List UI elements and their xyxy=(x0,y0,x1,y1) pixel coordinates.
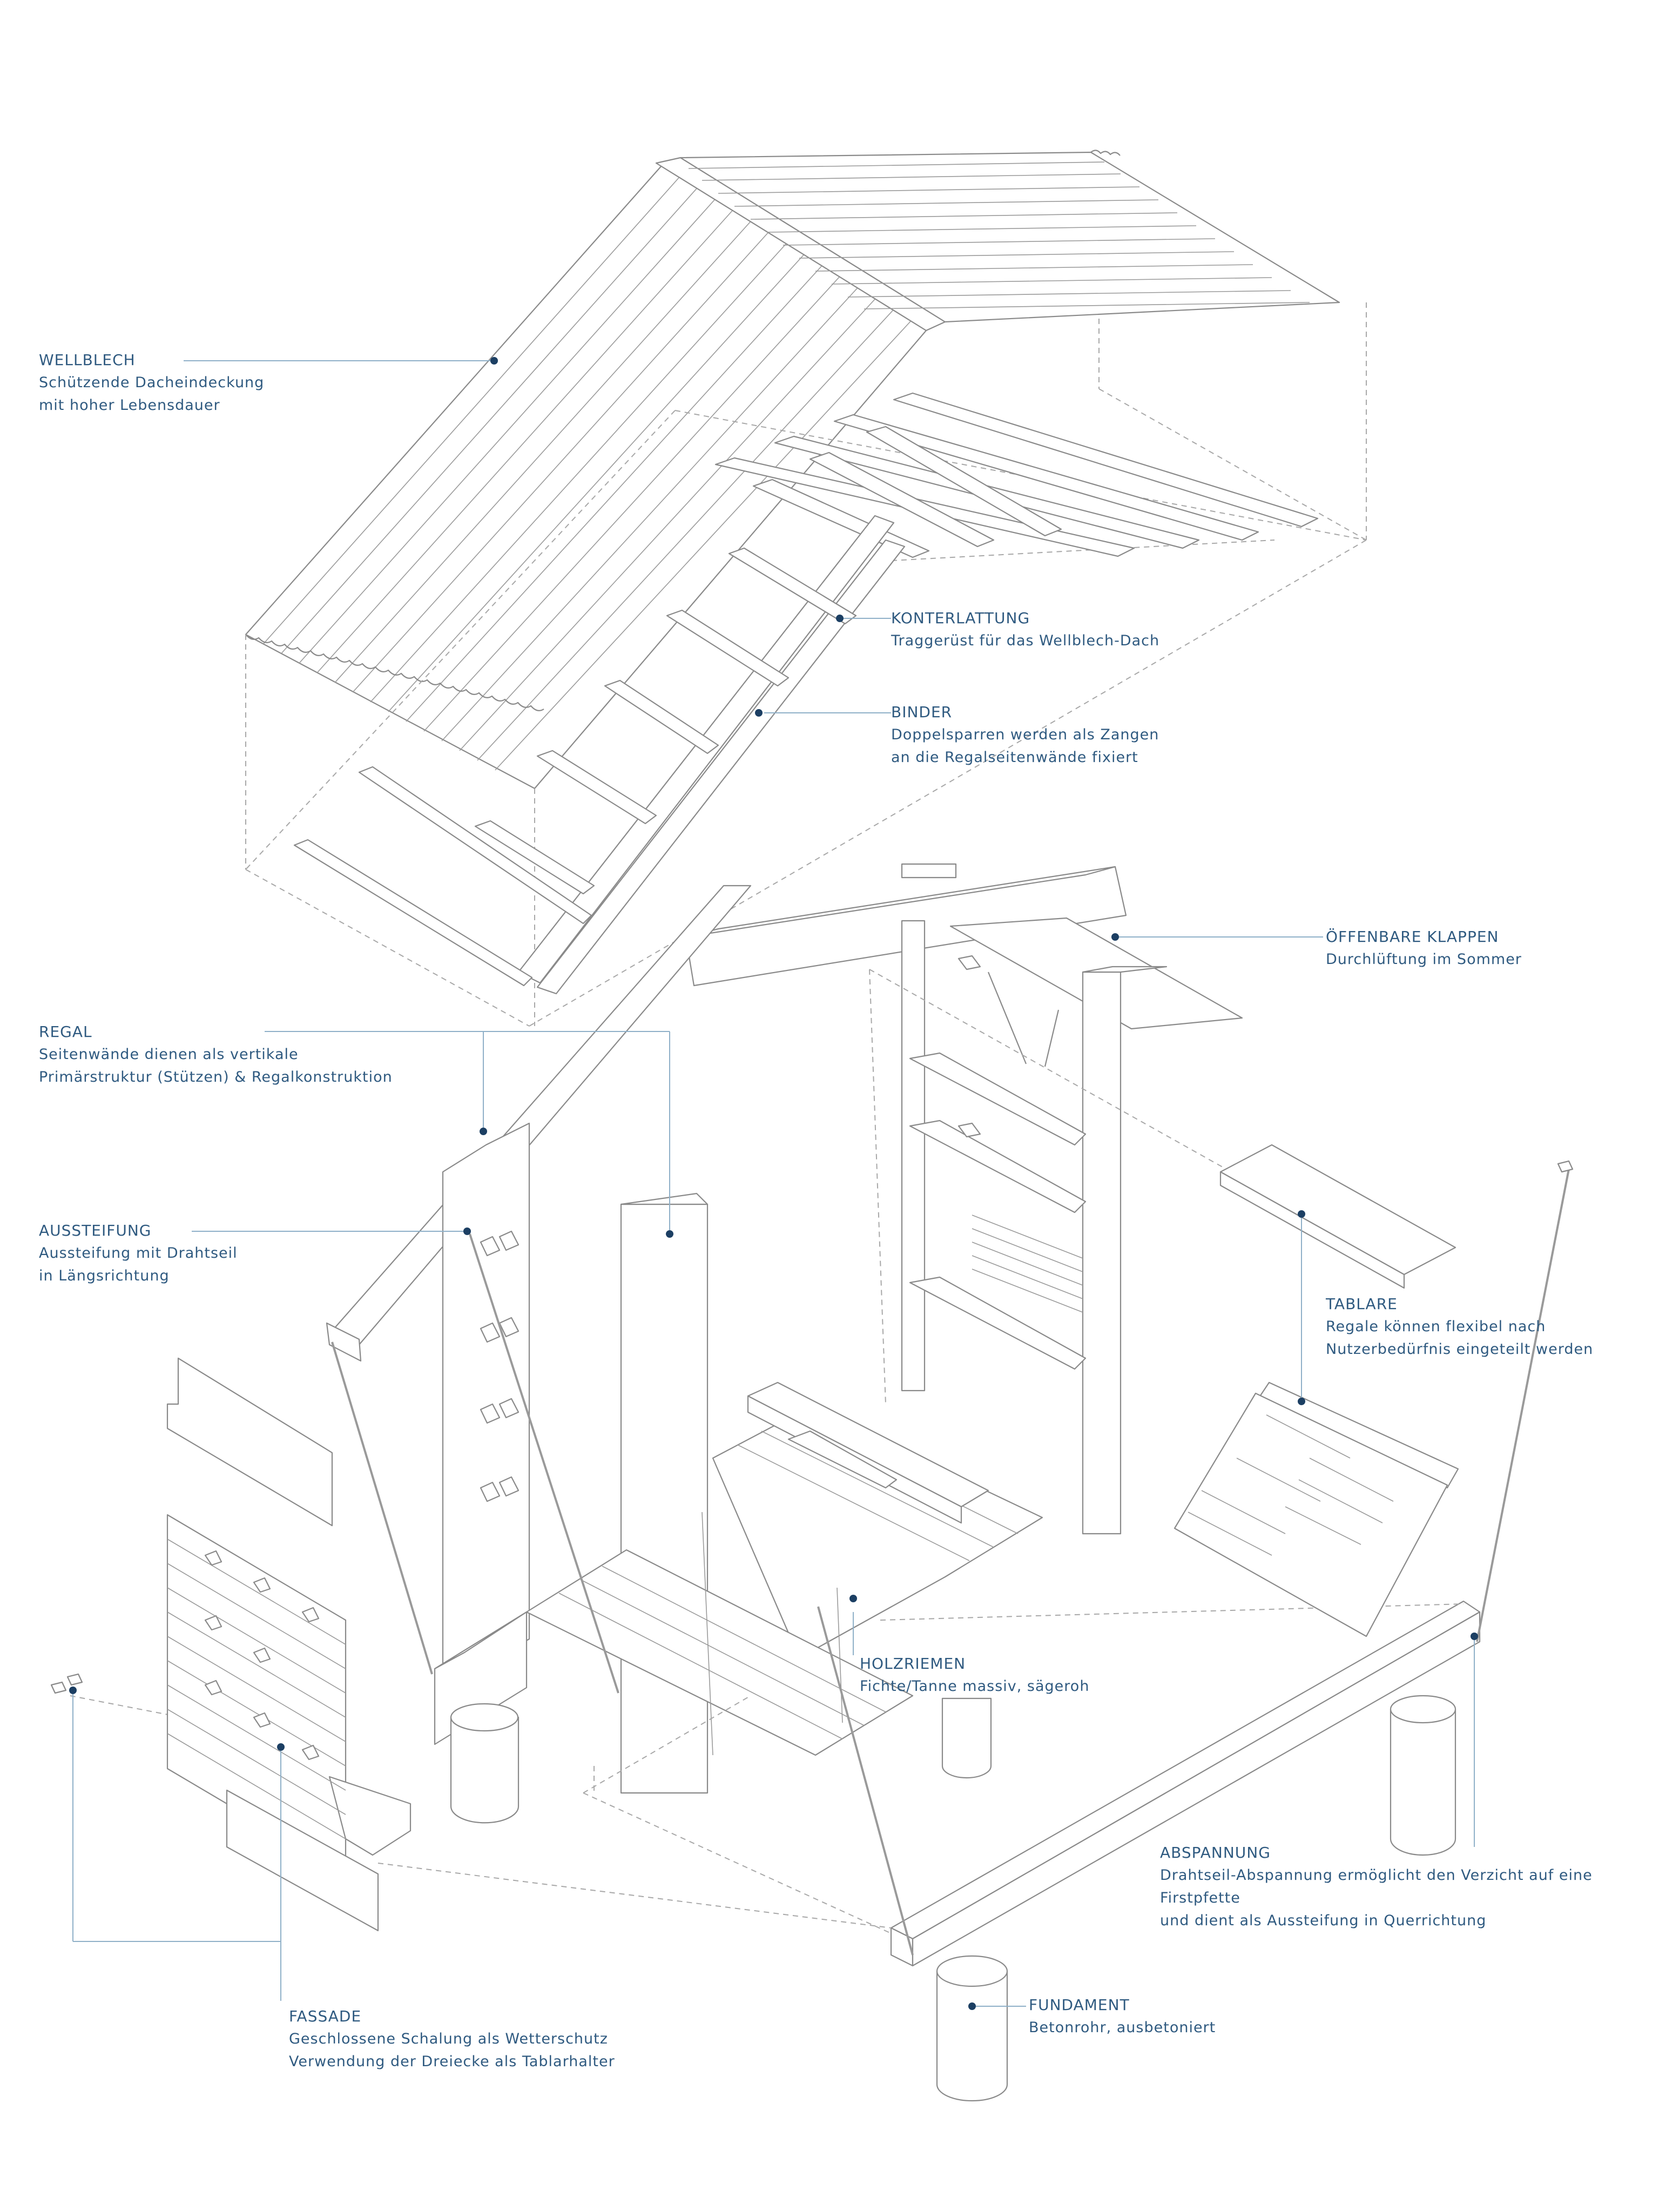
label-holzriemen-line-1: Fichte/Tanne massiv, sägeroh xyxy=(860,1678,1090,1695)
corrugated-roof-sheet xyxy=(245,165,927,790)
label-binder-line-1: Doppelsparren werden als Zangen xyxy=(891,726,1159,743)
tension-cables xyxy=(331,1160,1574,1955)
rafters-binder xyxy=(293,515,906,995)
left-binder-end xyxy=(326,1322,362,1362)
right-shelf-unit xyxy=(901,920,1168,1535)
label-abspannung-line-1: Drahtseil-Abspannung ermöglicht den Verz… xyxy=(1160,1867,1593,1906)
label-klappen: ÖFFENBARE KLAPPEN Durchlüftung im Sommer xyxy=(1326,926,1522,971)
label-aussteifung-title: AUSSTEIFUNG xyxy=(39,1222,152,1239)
label-fassade-title: FASSADE xyxy=(289,2007,362,2025)
label-tablare-line-2: Nutzerbedürfnis eingeteilt werden xyxy=(1326,1341,1594,1358)
label-fassade-line-1: Geschlossene Schalung als Wetterschutz xyxy=(289,2031,608,2047)
label-wellblech: WELLBLECH Schützende Dacheindeckung mit … xyxy=(39,349,264,417)
roof-back-slope xyxy=(679,150,1340,323)
label-fundament-title: FUNDAMENT xyxy=(1029,1996,1130,2014)
label-fundament: FUNDAMENT Betonrohr, ausbetoniert xyxy=(1029,1994,1216,2039)
floor-boards xyxy=(525,1381,1043,1756)
counter-battens xyxy=(714,392,1319,558)
label-regal-line-1: Seitenwände dienen als vertikale xyxy=(39,1046,299,1063)
label-abspannung-title: ABSPANNUNG xyxy=(1160,1844,1271,1862)
label-wellblech-line-2: mit hoher Lebensdauer xyxy=(39,397,220,414)
label-binder-line-2: an die Regalseitenwände fixiert xyxy=(891,749,1138,766)
label-tablare-line-1: Regale können flexibel nach xyxy=(1326,1318,1546,1335)
label-aussteifung-line-1: Aussteifung mit Drahtseil xyxy=(39,1245,238,1262)
label-aussteifung-line-2: in Längsrichtung xyxy=(39,1267,170,1284)
leader-lines xyxy=(72,360,1475,2007)
label-konterlattung-title: KONTERLATTUNG xyxy=(891,609,1030,627)
label-abspannung: ABSPANNUNG Drahtseil-Abspannung ermöglic… xyxy=(1160,1842,1659,1932)
shelf-board-stack xyxy=(1174,1381,1459,1637)
label-tablare-title: TABLARE xyxy=(1326,1295,1398,1313)
label-wellblech-line-1: Schützende Dacheindeckung xyxy=(39,374,265,391)
label-binder-title: BINDER xyxy=(891,703,953,721)
label-regal-title: REGAL xyxy=(39,1023,92,1041)
ridge-block xyxy=(901,863,957,879)
label-fassade-line-2: Verwendung der Dreiecke als Tablarhalter xyxy=(289,2053,615,2070)
shelf-board xyxy=(1219,1144,1456,1276)
label-wellblech-title: WELLBLECH xyxy=(39,351,136,369)
label-klappen-title: ÖFFENBARE KLAPPEN xyxy=(1326,928,1499,946)
foundations xyxy=(450,1695,1456,2102)
label-fundament-line-1: Betonrohr, ausbetoniert xyxy=(1029,2019,1216,2036)
facade xyxy=(50,1357,412,1932)
left-shelf-unit xyxy=(442,1122,709,1794)
label-abspannung-line-2: und dient als Aussteifung in Querrichtun… xyxy=(1160,1912,1487,1929)
label-fassade: FASSADE Geschlossene Schalung als Wetter… xyxy=(289,2005,615,2073)
label-klappen-line-1: Durchlüftung im Sommer xyxy=(1326,951,1522,968)
label-konterlattung-line-1: Traggerüst für das Wellblech-Dach xyxy=(891,632,1160,649)
label-binder: BINDER Doppelsparren werden als Zangen a… xyxy=(891,701,1159,769)
label-holzriemen-title: HOLZRIEMEN xyxy=(860,1655,966,1673)
label-tablare: TABLARE Regale können flexibel nach Nutz… xyxy=(1326,1293,1593,1361)
label-marker-dots xyxy=(69,357,1478,2010)
label-holzriemen: HOLZRIEMEN Fichte/Tanne massiv, sägeroh xyxy=(860,1653,1089,1698)
label-konterlattung: KONTERLATTUNG Traggerüst für das Wellble… xyxy=(891,607,1159,652)
shelf-board-side xyxy=(1219,1171,1405,1289)
label-regal-line-2: Primärstruktur (Stützen) & Regalkonstruk… xyxy=(39,1069,393,1085)
label-aussteifung: AUSSTEIFUNG Aussteifung mit Drahtseil in… xyxy=(39,1219,238,1287)
label-regal: REGAL Seitenwände dienen als vertikale P… xyxy=(39,1021,393,1089)
